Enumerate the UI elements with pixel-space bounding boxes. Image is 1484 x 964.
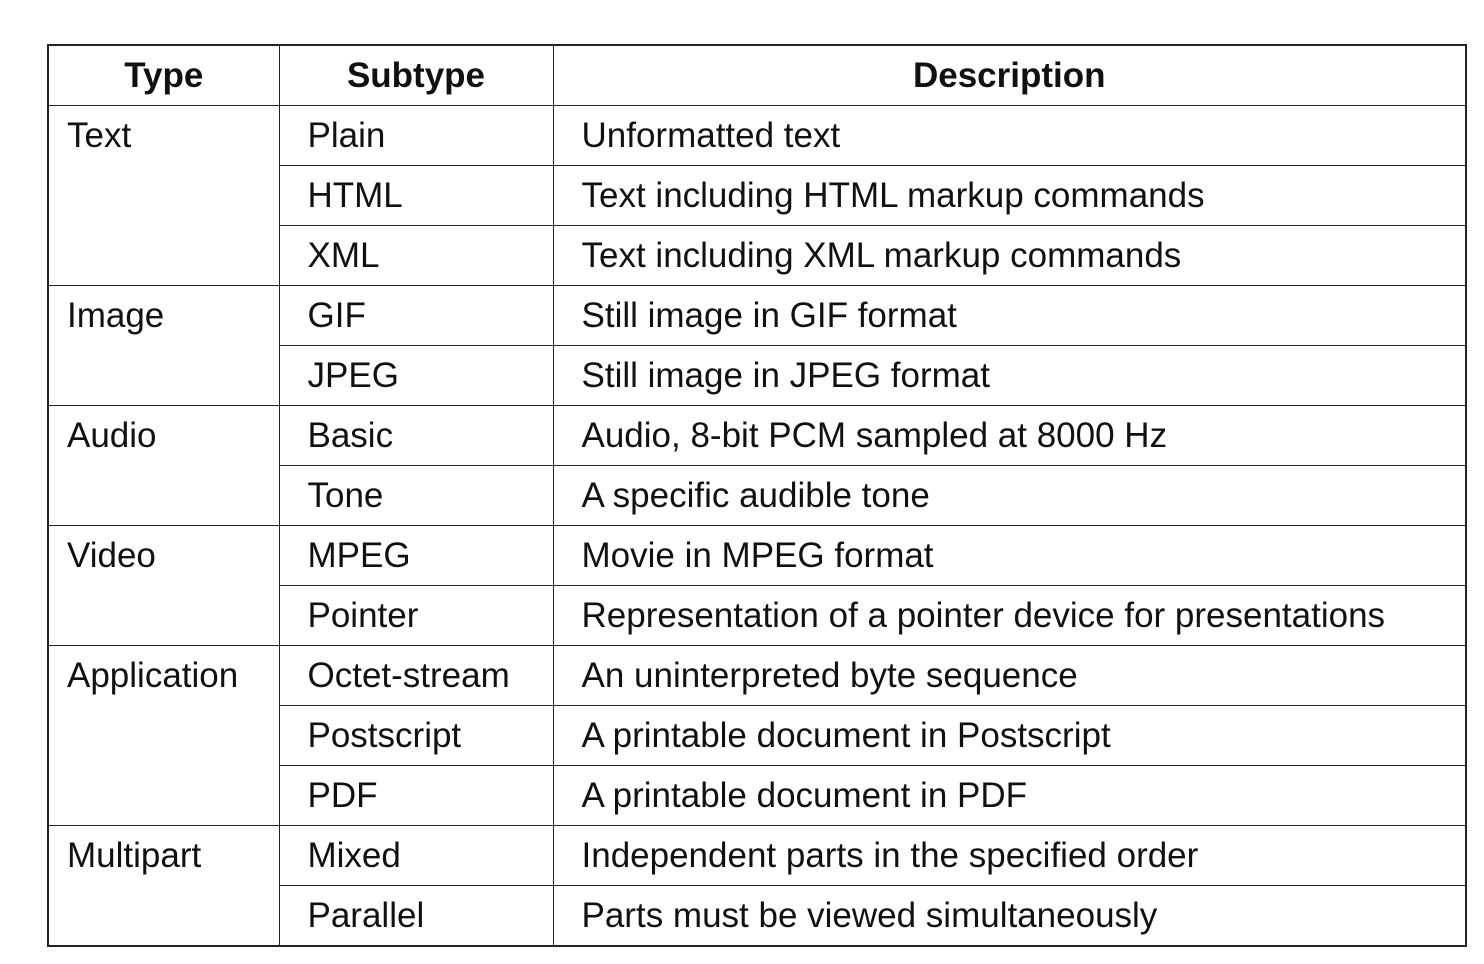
description-cell: Unformatted text (552, 105, 1467, 166)
description-cell: A printable document in Postscript (552, 705, 1467, 766)
description-cell: Parts must be viewed simultaneously (552, 885, 1467, 947)
type-cell: Application (47, 645, 280, 826)
description-cell: A specific audible tone (552, 465, 1467, 526)
subtype-cell: HTML (278, 165, 554, 226)
subtype-cell: PDF (278, 765, 554, 826)
subtype-cell: Mixed (278, 825, 554, 886)
header-row: Type Subtype Description (47, 45, 1467, 106)
description-cell: Still image in JPEG format (552, 345, 1467, 406)
header-description: Description (552, 45, 1467, 106)
subtype-cell: Pointer (278, 585, 554, 646)
type-cell: Text (47, 105, 280, 286)
description-cell: An uninterpreted byte sequence (552, 645, 1467, 706)
description-cell: Representation of a pointer device for p… (552, 585, 1467, 646)
subtype-cell: JPEG (278, 345, 554, 406)
subtype-cell: Postscript (278, 705, 554, 766)
subtype-cell: Tone (278, 465, 554, 526)
type-cell: Image (47, 285, 280, 406)
description-cell: Text including XML markup commands (552, 225, 1467, 286)
description-cell: Still image in GIF format (552, 285, 1467, 346)
type-cell: Video (47, 525, 280, 646)
description-cell: Independent parts in the specified order (552, 825, 1467, 886)
subtype-cell: Plain (278, 105, 554, 166)
header-subtype: Subtype (278, 45, 554, 106)
subtype-cell: GIF (278, 285, 554, 346)
description-cell: Text including HTML markup commands (552, 165, 1467, 226)
subtype-cell: MPEG (278, 525, 554, 586)
table-header: Type Subtype Description (47, 45, 1467, 106)
description-cell: Audio, 8-bit PCM sampled at 8000 Hz (552, 405, 1467, 466)
subtype-cell: Parallel (278, 885, 554, 947)
subtype-cell: Basic (278, 405, 554, 466)
description-cell: Movie in MPEG format (552, 525, 1467, 586)
type-cell: Multipart (47, 825, 280, 947)
subtype-cell: Octet-stream (278, 645, 554, 706)
header-type: Type (47, 45, 280, 106)
subtype-cell: XML (278, 225, 554, 286)
type-cell: Audio (47, 405, 280, 526)
description-cell: A printable document in PDF (552, 765, 1467, 826)
